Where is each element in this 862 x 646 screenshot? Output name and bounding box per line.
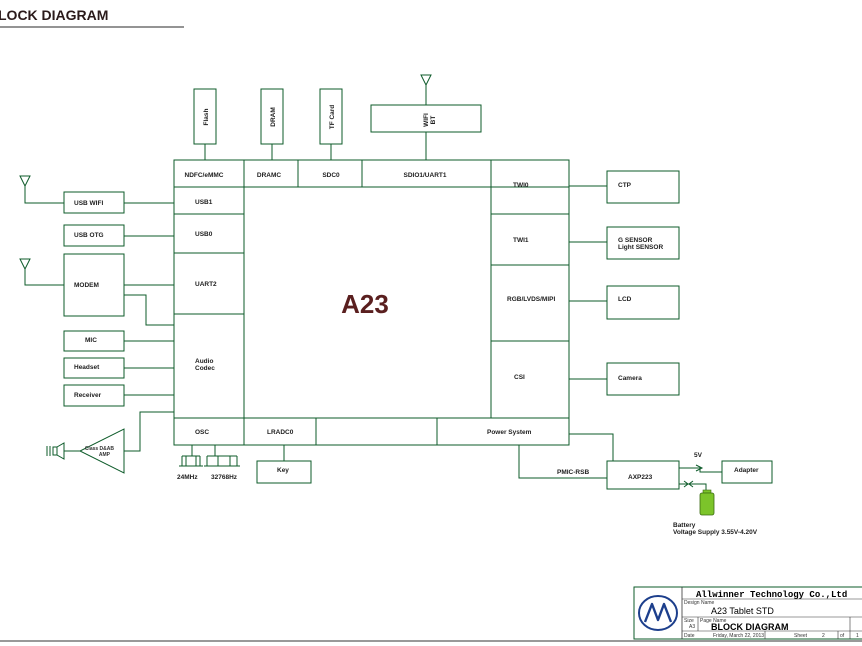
- speaker-icon: [46, 442, 65, 460]
- design-name-label: Design Name: [684, 600, 715, 606]
- headset-label: Headset: [74, 364, 100, 371]
- allwinner-logo-icon: [638, 595, 678, 631]
- flash-block: Flash: [193, 88, 217, 160]
- dram-block: DRAM: [260, 88, 284, 160]
- gsensor-label-line2: Light SENSOR: [618, 244, 663, 251]
- bt-label: BT: [430, 116, 437, 125]
- key-label: Key: [277, 467, 289, 474]
- mic-block: MIC: [63, 330, 174, 352]
- antenna-icon: [19, 175, 31, 188]
- size-label: Size: [684, 618, 694, 624]
- design-name: A23 Tablet STD: [711, 606, 774, 616]
- port-audio-line1: Audio: [195, 358, 213, 365]
- adapter-block: Adapter 5V: [679, 452, 773, 484]
- company-name: Allwinner Technology Co.,Ltd: [696, 590, 847, 600]
- tfcard-label: TF Card: [329, 105, 336, 130]
- page-name-label: Page Name: [700, 618, 727, 624]
- crystal-icon: [179, 445, 203, 467]
- battery-wire: [679, 480, 707, 490]
- pmu-block: AXP223 PMIC-RSB: [518, 433, 680, 490]
- crystal-icon: [204, 445, 240, 467]
- receiver-block: Receiver: [63, 384, 174, 407]
- port-rgb: RGB/LVDS/MIPI: [507, 296, 555, 303]
- port-lradc: LRADC0: [267, 429, 294, 436]
- adapter-voltage-label: 5V: [694, 452, 703, 459]
- usb-wifi-label: USB WIFI: [74, 200, 103, 207]
- camera-block: Camera: [569, 362, 680, 396]
- amplifier-block: Class D&AB AMP: [64, 411, 174, 474]
- port-power: Power System: [487, 429, 532, 436]
- port-sdc0: SDC0: [322, 172, 340, 179]
- usb-otg-block: USB OTG: [63, 224, 174, 247]
- soc-name: A23: [341, 289, 389, 319]
- modem-block: MODEM: [24, 253, 174, 326]
- battery-icon: [699, 489, 715, 516]
- port-nand: NDFC/eMMC: [185, 172, 224, 179]
- port-usb0: USB0: [195, 231, 213, 238]
- amp-label-line1: Class D&AB: [85, 446, 115, 452]
- of-label: of: [840, 633, 845, 639]
- port-osc: OSC: [195, 429, 209, 436]
- title-block: [633, 586, 862, 640]
- date-label: Date: [684, 633, 695, 639]
- usb-wifi-block: USB WIFI: [24, 186, 174, 214]
- wifi-bt-block: WIFI BT: [370, 85, 482, 160]
- date-value: Friday, March 22, 2013: [713, 633, 764, 639]
- usb-otg-label: USB OTG: [74, 232, 104, 239]
- antenna-icon: [420, 74, 432, 87]
- battery-label-line1: Battery: [673, 522, 696, 529]
- port-twi1: TWI1: [513, 237, 529, 244]
- adapter-label: Adapter: [734, 467, 759, 474]
- dram-label: DRAM: [270, 107, 277, 127]
- ctp-label: CTP: [618, 182, 632, 189]
- gsensor-block: G SENSOR Light SENSOR: [569, 226, 680, 260]
- mic-label: MIC: [85, 337, 97, 344]
- crystal2-label: 32768Hz: [211, 474, 238, 481]
- sheet-value: 2: [822, 633, 825, 639]
- gsensor-label-line1: G SENSOR: [618, 237, 653, 244]
- crystal1-label: 24MHz: [177, 474, 198, 481]
- amp-label-line2: AMP: [99, 452, 111, 458]
- pmic-bus-label: PMIC-RSB: [557, 469, 589, 476]
- of-value: 1: [856, 633, 859, 639]
- port-twi0: TWI0: [513, 182, 529, 189]
- tfcard-block: TF Card: [319, 88, 343, 160]
- antenna-icon: [19, 258, 31, 271]
- sheet-label: Sheet: [794, 633, 808, 639]
- wifi-label: WIFI: [423, 113, 430, 127]
- modem-label: MODEM: [74, 282, 99, 289]
- port-audio-line2: Codec: [195, 365, 215, 372]
- flash-label: Flash: [203, 108, 210, 125]
- camera-label: Camera: [618, 375, 642, 382]
- port-dramc: DRAMC: [257, 172, 281, 179]
- ctp-block: CTP: [569, 170, 680, 204]
- page-name: BLOCK DIAGRAM: [711, 622, 789, 632]
- lcd-block: LCD: [569, 285, 680, 320]
- size-value: A3: [689, 624, 695, 630]
- key-block: Key: [256, 445, 312, 484]
- port-uart2: UART2: [195, 281, 217, 288]
- headset-block: Headset: [63, 357, 174, 379]
- lcd-label: LCD: [618, 296, 632, 303]
- page-title: LOCK DIAGRAM: [0, 7, 108, 23]
- port-csi: CSI: [514, 374, 525, 381]
- receiver-label: Receiver: [74, 392, 102, 399]
- port-usb1: USB1: [195, 199, 213, 206]
- pmu-label: AXP223: [628, 474, 653, 481]
- port-sdio: SDIO1/UART1: [404, 172, 447, 179]
- battery-label-line2: Voltage Supply 3.55V-4.20V: [673, 529, 758, 536]
- soc-block: [173, 159, 570, 446]
